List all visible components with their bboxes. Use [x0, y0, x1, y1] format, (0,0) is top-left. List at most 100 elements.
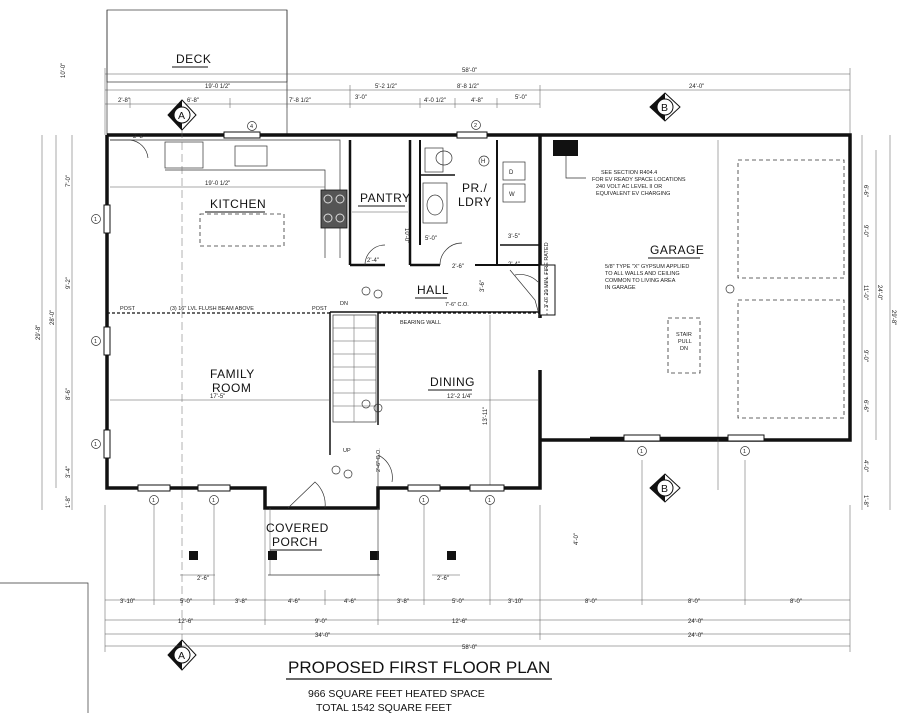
section-markers: A A B B — [167, 92, 681, 671]
dim-kitchen-width: 19'-0 1/2" — [205, 181, 230, 187]
note-porch-co: 2'-6" C.O. — [376, 448, 382, 472]
section-a-label-top: A — [178, 110, 185, 122]
dim-top2-6: 4'-8" — [471, 98, 483, 104]
dim-right-7: 1'-8" — [862, 495, 868, 507]
dim-right-4: 9'-0" — [862, 350, 868, 362]
window-tag-s3: 1 — [422, 498, 425, 504]
dim-overall-top: 58'-0" — [462, 68, 477, 74]
dim-ldry-door: 2'-4" — [508, 262, 520, 268]
powder-laundry: D W H PR./ LDRY 5'-0" 3'-5" 2'-6" 2'-4" — [422, 147, 526, 270]
dim-deck-depth: 10'-0" — [61, 63, 67, 78]
dim-bottom1-2: 5'-0" — [180, 599, 192, 605]
dim-bottom1-9: 8'-0" — [585, 599, 597, 605]
garage: SEE SECTION R404.4 FOR EV READY SPACE LO… — [553, 140, 845, 490]
dim-bottom1-11: 8'-0" — [790, 599, 802, 605]
dim-right-garage: 24'-0" — [876, 285, 882, 300]
dim-top2-3: 7'-8 1/2" — [289, 98, 311, 104]
bottom-dimensions: 3'-10" 5'-0" 3'-8" 4'-6" 4'-6" 3'-8" 5'-… — [104, 460, 851, 652]
range-icon — [320, 189, 348, 229]
note-gypsum-3: COMMON TO LIVING AREA — [605, 278, 676, 284]
window-tag-w2: 1 — [94, 339, 97, 345]
dim-bottom1-3: 3'-8" — [235, 599, 247, 605]
room-label-dining: DINING — [430, 375, 475, 389]
window-tag-2: 2 — [474, 123, 477, 129]
dim-dining-width: 12'-2 1/4" — [447, 394, 472, 400]
dim-bottom3-2: 24'-0" — [688, 633, 703, 639]
porch-post-4 — [447, 551, 456, 560]
title-block: PROPOSED FIRST FLOOR PLAN 966 SQUARE FEE… — [286, 658, 552, 713]
room-label-pr: PR./ — [462, 181, 488, 195]
note-fire-rated: 3'-0" 20 MIN. FIRE RATED — [544, 242, 550, 308]
hall: HALL 7'-6" C.O. 3'-6" 3'-0" 20 MIN. FIRE… — [415, 242, 556, 319]
window-tag-s4: 1 — [488, 498, 491, 504]
dim-pr-door: 2'-6" — [452, 264, 464, 270]
note-stair-pull-3: DN — [680, 346, 688, 352]
room-label-hall: HALL — [417, 283, 449, 297]
note-stair-up: UP — [343, 448, 351, 454]
dim-bottom1-6: 3'-8" — [397, 599, 409, 605]
dim-left-5: 1'-8" — [66, 496, 72, 508]
dim-top2-5: 4'-0 1/2" — [424, 98, 446, 104]
water-heater-label: H — [481, 159, 485, 165]
section-b-label-top: B — [661, 102, 668, 114]
note-gypsum-1: 5/8" TYPE "X" GYPSUM APPLIED — [605, 264, 689, 270]
kitchen: KITCHEN 19'-0 1/2" 2'-8" — [110, 134, 348, 258]
dim-top-2: 5'-2 1/2" — [375, 84, 397, 90]
dryer-label: D — [509, 170, 514, 176]
section-marker-b-top: B — [649, 92, 681, 122]
dim-top-4: 24'-0" — [689, 84, 704, 90]
note-ev-4: EQUIVALENT EV CHARGING — [596, 191, 670, 197]
room-label-kitchen: KITCHEN — [210, 197, 266, 211]
dim-bottom2-4: 24'-0" — [688, 619, 703, 625]
window-tag-g1: 1 — [640, 449, 643, 455]
note-stair-dn: DN — [340, 301, 348, 307]
dim-porch-post-2: 2'-6" — [437, 576, 449, 582]
note-ev-3: 240 VOLT AC LEVEL II OR — [596, 184, 662, 190]
window-tag-w3: 1 — [94, 442, 97, 448]
dim-bottom3-1: 34'-0" — [315, 633, 330, 639]
subtitle-total: TOTAL 1542 SQUARE FEET — [316, 702, 452, 713]
room-label-family: FAMILY — [210, 367, 255, 381]
right-dimensions: 6'-6" 9'-0" 11'-0" 9'-0" 6'-6" 4'-0" 1'-… — [861, 135, 896, 510]
note-ev-2: FOR EV READY SPACE LOCATIONS — [592, 177, 686, 183]
window-tag-4: 4 — [250, 124, 253, 130]
dim-kitchen-door: 2'-8" — [133, 134, 145, 140]
dim-right-total: 29'-8" — [890, 310, 896, 325]
dim-bottom1-8: 3'-10" — [508, 599, 523, 605]
dim-bottom1-5: 4'-6" — [344, 599, 356, 605]
dim-top-3: 8'-8 1/2" — [457, 84, 479, 90]
dim-family-width: 17'-5" — [210, 394, 225, 400]
room-label-ldry: LDRY — [458, 195, 492, 209]
note-post-right: POST — [312, 306, 328, 312]
dim-bottom2-1: 12'-6" — [178, 619, 193, 625]
dim-bottom-overall: 58'-0" — [462, 645, 477, 651]
dim-top2-4: 3'-0" — [355, 95, 367, 101]
section-a-label-bottom: A — [178, 650, 185, 662]
porch-post-2 — [268, 551, 277, 560]
dim-right-2: 9'-0" — [862, 225, 868, 237]
porch-post-1 — [189, 551, 198, 560]
window-tags: 4 2 1 1 1 1 1 1 1 1 1 — [91, 120, 750, 505]
dim-left-4: 3'-4" — [66, 466, 72, 478]
dim-bottom2-3: 12'-6" — [452, 619, 467, 625]
window-tag-s2: 1 — [212, 498, 215, 504]
note-post-left: POST — [120, 306, 136, 312]
family-room: FAMILY ROOM 17'-5" — [110, 367, 330, 401]
dim-right-3: 11'-0" — [862, 285, 868, 300]
dim-left-inner: 28'-0" — [50, 310, 56, 325]
flush-beam: (3) 16" LVL FLUSH BEAM ABOVE POST POST B… — [107, 306, 540, 326]
ev-panel-icon — [553, 140, 578, 156]
subtitle-heated: 966 SQUARE FEET HEATED SPACE — [308, 688, 485, 700]
dim-bottom1-10: 8'-0" — [688, 599, 700, 605]
dim-hall-depth: 3'-6" — [480, 280, 486, 292]
note-ev-1: SEE SECTION R404.4 — [601, 170, 657, 176]
dim-bottom1-1: 3'-10" — [120, 599, 135, 605]
dim-dining-depth: 13'-11" — [483, 407, 489, 425]
note-hall-co: 7'-6" C.O. — [445, 302, 469, 308]
dim-left-3: 8'-6" — [66, 388, 72, 400]
dim-pantry-door: 2'-4" — [367, 258, 379, 264]
room-label-covered: COVERED — [266, 521, 329, 535]
dim-left-total: 29'-8" — [36, 325, 42, 340]
dim-pantry-depth: 10'-0" — [403, 228, 409, 243]
